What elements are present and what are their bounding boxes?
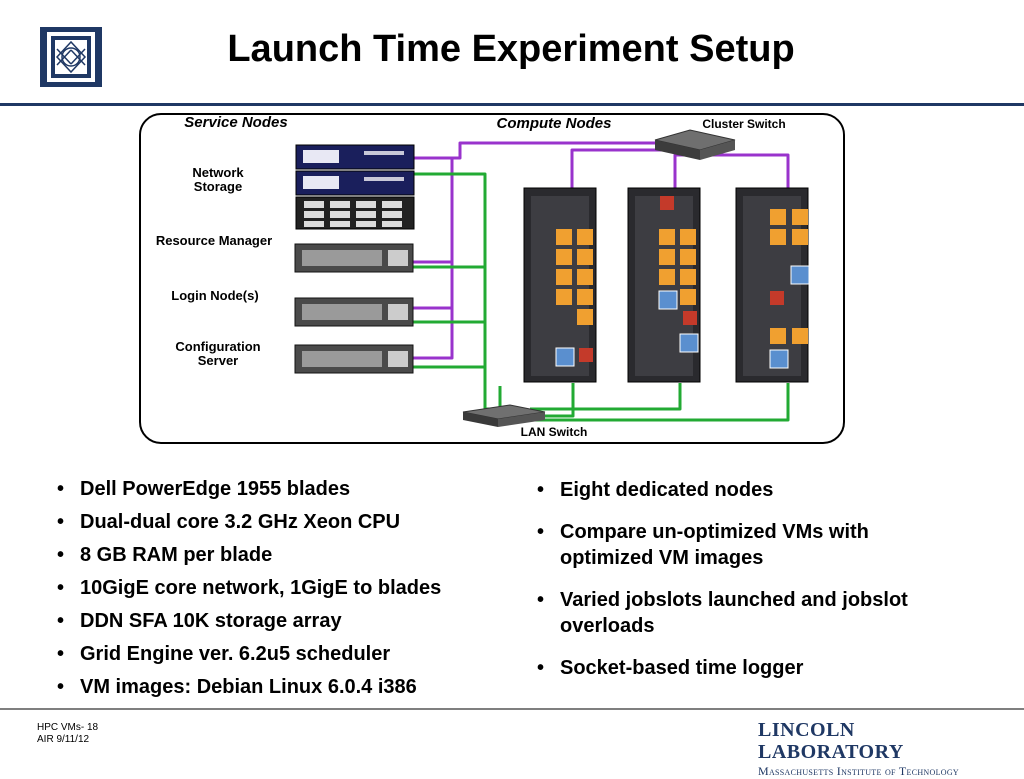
compute-rack-3-icon: [735, 187, 810, 383]
list-item: Grid Engine ver. 6.2u5 scheduler: [53, 642, 513, 666]
list-item: Socket-based time logger: [533, 655, 963, 681]
network-storage-label: Network Storage: [192, 165, 244, 194]
list-item: 10GigE core network, 1GigE to blades: [53, 576, 513, 600]
list-item: Dual-dual core 3.2 GHz Xeon CPU: [53, 510, 513, 534]
list-item: DDN SFA 10K storage array: [53, 609, 513, 633]
resource-manager-label: Resource Manager: [155, 233, 273, 248]
list-item: Dell PowerEdge 1955 blades: [53, 477, 513, 501]
cluster-switch-label: Cluster Switch: [702, 117, 786, 131]
footer-divider: [0, 708, 1024, 710]
network-storage-icon: [295, 144, 415, 230]
lan-links: [412, 172, 790, 422]
compute-nodes-heading: Compute Nodes: [496, 115, 612, 132]
service-nodes-heading: Service Nodes: [184, 114, 288, 131]
page-title: Launch Time Experiment Setup: [227, 28, 795, 70]
list-item: Varied jobslots launched and jobslot ove…: [533, 587, 963, 639]
list-item: VM images: Debian Linux 6.0.4 i386: [53, 675, 513, 699]
configuration-server-icon: [294, 344, 414, 374]
resource-manager-server-icon: [294, 243, 414, 273]
configuration-server-label: Configuration Server: [175, 339, 261, 368]
slide-number: HPC VMs- 18: [37, 722, 99, 733]
footer-info: HPC VMs- 18 AIR 9/11/12: [37, 722, 98, 746]
cluster-switch-icon: [654, 129, 736, 160]
institute-name: Massachusetts Institute of Technology: [758, 764, 959, 778]
cluster-diagram: [139, 113, 845, 444]
list-item: Compare un-optimized VMs with optimized …: [533, 519, 963, 571]
list-item: 8 GB RAM per blade: [53, 543, 513, 567]
hardware-specs-list: Dell PowerEdge 1955 blades Dual-dual cor…: [53, 477, 513, 708]
login-node-server-icon: [294, 297, 414, 327]
login-nodes-label: Login Node(s): [171, 288, 259, 303]
author-date: AIR 9/11/12: [37, 734, 90, 745]
lincoln-lab-logo-icon: [40, 27, 102, 87]
lan-switch-icon: [462, 404, 546, 427]
lan-switch-label: LAN Switch: [520, 425, 588, 439]
compute-rack-2-icon: [627, 187, 701, 383]
lab-name: LINCOLN LABORATORY: [758, 719, 904, 763]
lincoln-lab-wordmark: LINCOLN LABORATORY Massachusetts Institu…: [758, 719, 988, 779]
header-divider: [0, 103, 1024, 106]
compute-rack-1-icon: [523, 187, 597, 383]
list-item: Eight dedicated nodes: [533, 477, 963, 503]
experiment-notes-list: Eight dedicated nodes Compare un-optimiz…: [533, 477, 963, 697]
cluster-links: [412, 141, 790, 360]
